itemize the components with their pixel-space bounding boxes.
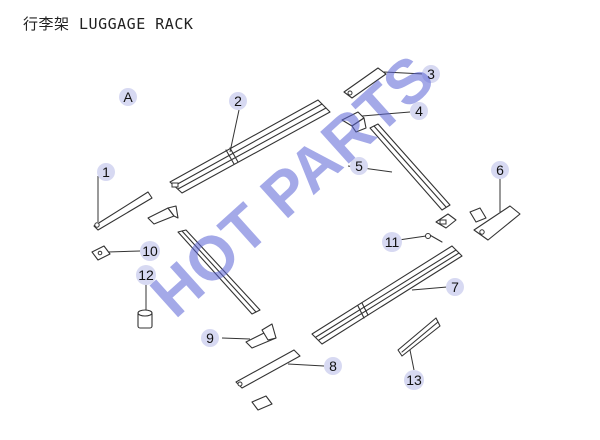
svg-text:12: 12 bbox=[138, 267, 154, 283]
callout-9[interactable]: 9 bbox=[201, 329, 219, 347]
callout-12[interactable]: 12 bbox=[136, 265, 156, 285]
callout-3[interactable]: 3 bbox=[422, 65, 440, 83]
callout-5[interactable]: 5 bbox=[350, 157, 368, 175]
svg-text:1: 1 bbox=[102, 164, 110, 180]
part-2-rail[interactable] bbox=[169, 99, 331, 194]
callout-1[interactable]: 1 bbox=[97, 163, 115, 181]
callout-10[interactable]: 10 bbox=[140, 241, 160, 261]
part-7-rail[interactable] bbox=[311, 245, 463, 345]
part-12-rubber-foot[interactable] bbox=[137, 309, 153, 329]
callout-2[interactable]: 2 bbox=[229, 92, 247, 110]
part-10-clip[interactable] bbox=[91, 245, 111, 261]
part-1-bracket[interactable] bbox=[93, 191, 153, 231]
callout-13[interactable]: 13 bbox=[404, 370, 424, 390]
part-6-bracket[interactable] bbox=[469, 205, 521, 241]
part-4-end-cap[interactable] bbox=[341, 111, 367, 133]
part-8-clip[interactable] bbox=[251, 395, 273, 411]
leader-lines bbox=[97, 71, 501, 371]
part-left-end-cap[interactable] bbox=[147, 205, 179, 225]
callout-7[interactable]: 7 bbox=[446, 278, 464, 296]
part-5-rail[interactable] bbox=[369, 123, 451, 211]
callout-8[interactable]: 8 bbox=[324, 357, 342, 375]
part-left-rail[interactable] bbox=[177, 229, 261, 315]
svg-text:9: 9 bbox=[206, 330, 214, 346]
callout-11[interactable]: 11 bbox=[382, 232, 402, 252]
callout-a[interactable]: A bbox=[119, 88, 137, 106]
part-8-bracket[interactable] bbox=[235, 349, 301, 389]
svg-text:2: 2 bbox=[234, 93, 242, 109]
svg-text:6: 6 bbox=[496, 162, 504, 178]
callout-4[interactable]: 4 bbox=[410, 102, 428, 120]
svg-text:5: 5 bbox=[355, 158, 363, 174]
callout-6[interactable]: 6 bbox=[491, 161, 509, 179]
part-5-end-cap[interactable] bbox=[435, 213, 457, 229]
part-3-bracket[interactable] bbox=[343, 67, 387, 99]
svg-text:A: A bbox=[123, 89, 133, 105]
svg-text:4: 4 bbox=[415, 103, 423, 119]
part-11-screw[interactable] bbox=[425, 233, 443, 243]
svg-text:10: 10 bbox=[142, 243, 158, 259]
part-13-trim-strip[interactable] bbox=[397, 317, 441, 357]
svg-text:3: 3 bbox=[427, 66, 435, 82]
part-9-bracket[interactable] bbox=[245, 323, 277, 349]
diagram-title: 行李架 LUGGAGE RACK bbox=[23, 15, 194, 33]
svg-text:11: 11 bbox=[385, 234, 400, 250]
svg-text:13: 13 bbox=[406, 372, 422, 388]
svg-text:7: 7 bbox=[451, 279, 459, 295]
svg-text:8: 8 bbox=[329, 358, 337, 374]
